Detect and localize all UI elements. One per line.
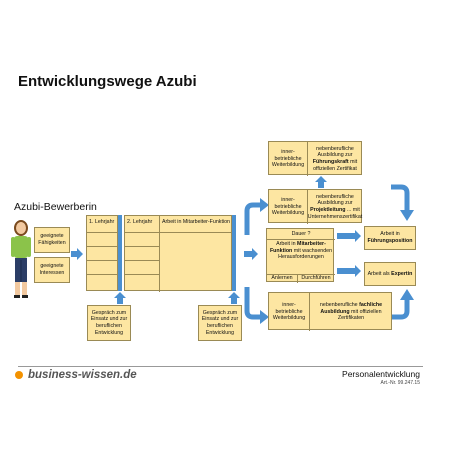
subject-label: Azubi-Bewerberin <box>14 201 97 213</box>
sub-right: Durchführen <box>301 275 331 281</box>
path-middle-external: nebenberufliche Ausbildung zur Projektle… <box>307 193 363 220</box>
talk-box-2: Gespräch zum Einsatz und zur beruflichen… <box>198 305 242 341</box>
year2-label: 2. Lehrjahr <box>127 219 153 225</box>
path-top: inner-betriebliche Weiterbildung nebenbe… <box>268 141 362 176</box>
center-box: Dauer ? Arbeit in Mitarbeiter-Funktion m… <box>266 228 335 283</box>
department-label: Personalentwicklung <box>342 369 420 379</box>
arrow-right-icon <box>337 230 361 242</box>
center-text: Arbeit in Mitarbeiter-Funktion mit wachs… <box>269 241 333 261</box>
year1-column: 1. Lehrjahr <box>86 215 118 291</box>
talk-box-1: Gespräch zum Einsatz und zur beruflichen… <box>87 305 131 341</box>
curved-arrow-icon <box>244 198 269 235</box>
path-top-internal: inner-betriebliche Weiterbildung <box>271 149 305 169</box>
year1-label: 1. Lehrjahr <box>89 219 115 225</box>
brand-logo: business-wissen.de <box>28 369 137 381</box>
year2-column: 2. Lehrjahr Arbeit in Mitarbeiter-Funkti… <box>124 215 233 292</box>
arrow-up-icon <box>114 292 126 304</box>
sub-left: Anlernen <box>271 275 293 281</box>
path-middle-internal: inner-betriebliche Weiterbildung <box>271 197 305 217</box>
outcome-leader: Arbeit in Führungsposition <box>364 226 416 250</box>
path-bottom-external: nebenberufliche fachliche Ausbildung mit… <box>319 302 383 322</box>
path-bottom: inner-betriebliche Weiterbildung nebenbe… <box>268 292 392 331</box>
path-top-external: nebenberufliche Ausbildung zur Führungsk… <box>312 145 358 172</box>
arrow-right-icon <box>337 265 361 277</box>
path-middle: inner-betriebliche Weiterbildung nebenbe… <box>268 189 363 224</box>
outcome-expert: Arbeit als Expertin <box>364 262 416 286</box>
duration-label: Dauer ? <box>291 231 311 237</box>
curved-arrow-icon <box>244 287 269 324</box>
article-number: Art.-Nr. 99.247.15 <box>380 380 420 386</box>
year1-bar <box>118 215 122 291</box>
path-bottom-internal: inner-betriebliche Weiterbildung <box>272 302 306 322</box>
person-icon <box>11 220 31 298</box>
prereq-interests: geeignete Interessen <box>34 257 70 283</box>
arrow-up-icon <box>315 176 327 188</box>
arrow-right-icon <box>71 248 83 260</box>
curved-arrow-icon <box>391 184 414 221</box>
curved-arrow-icon <box>391 289 414 320</box>
prereq-skills: geeignete Fähigkeiten <box>34 227 70 253</box>
page-title: Entwicklungswege Azubi <box>18 73 197 90</box>
work-label: Arbeit in Mitarbeiter-Funktion <box>161 219 230 225</box>
arrow-up-icon <box>228 292 240 304</box>
footer-divider <box>18 366 423 367</box>
work-bar <box>232 215 236 291</box>
brand-dot-icon <box>15 371 23 379</box>
arrow-right-icon <box>244 248 258 260</box>
